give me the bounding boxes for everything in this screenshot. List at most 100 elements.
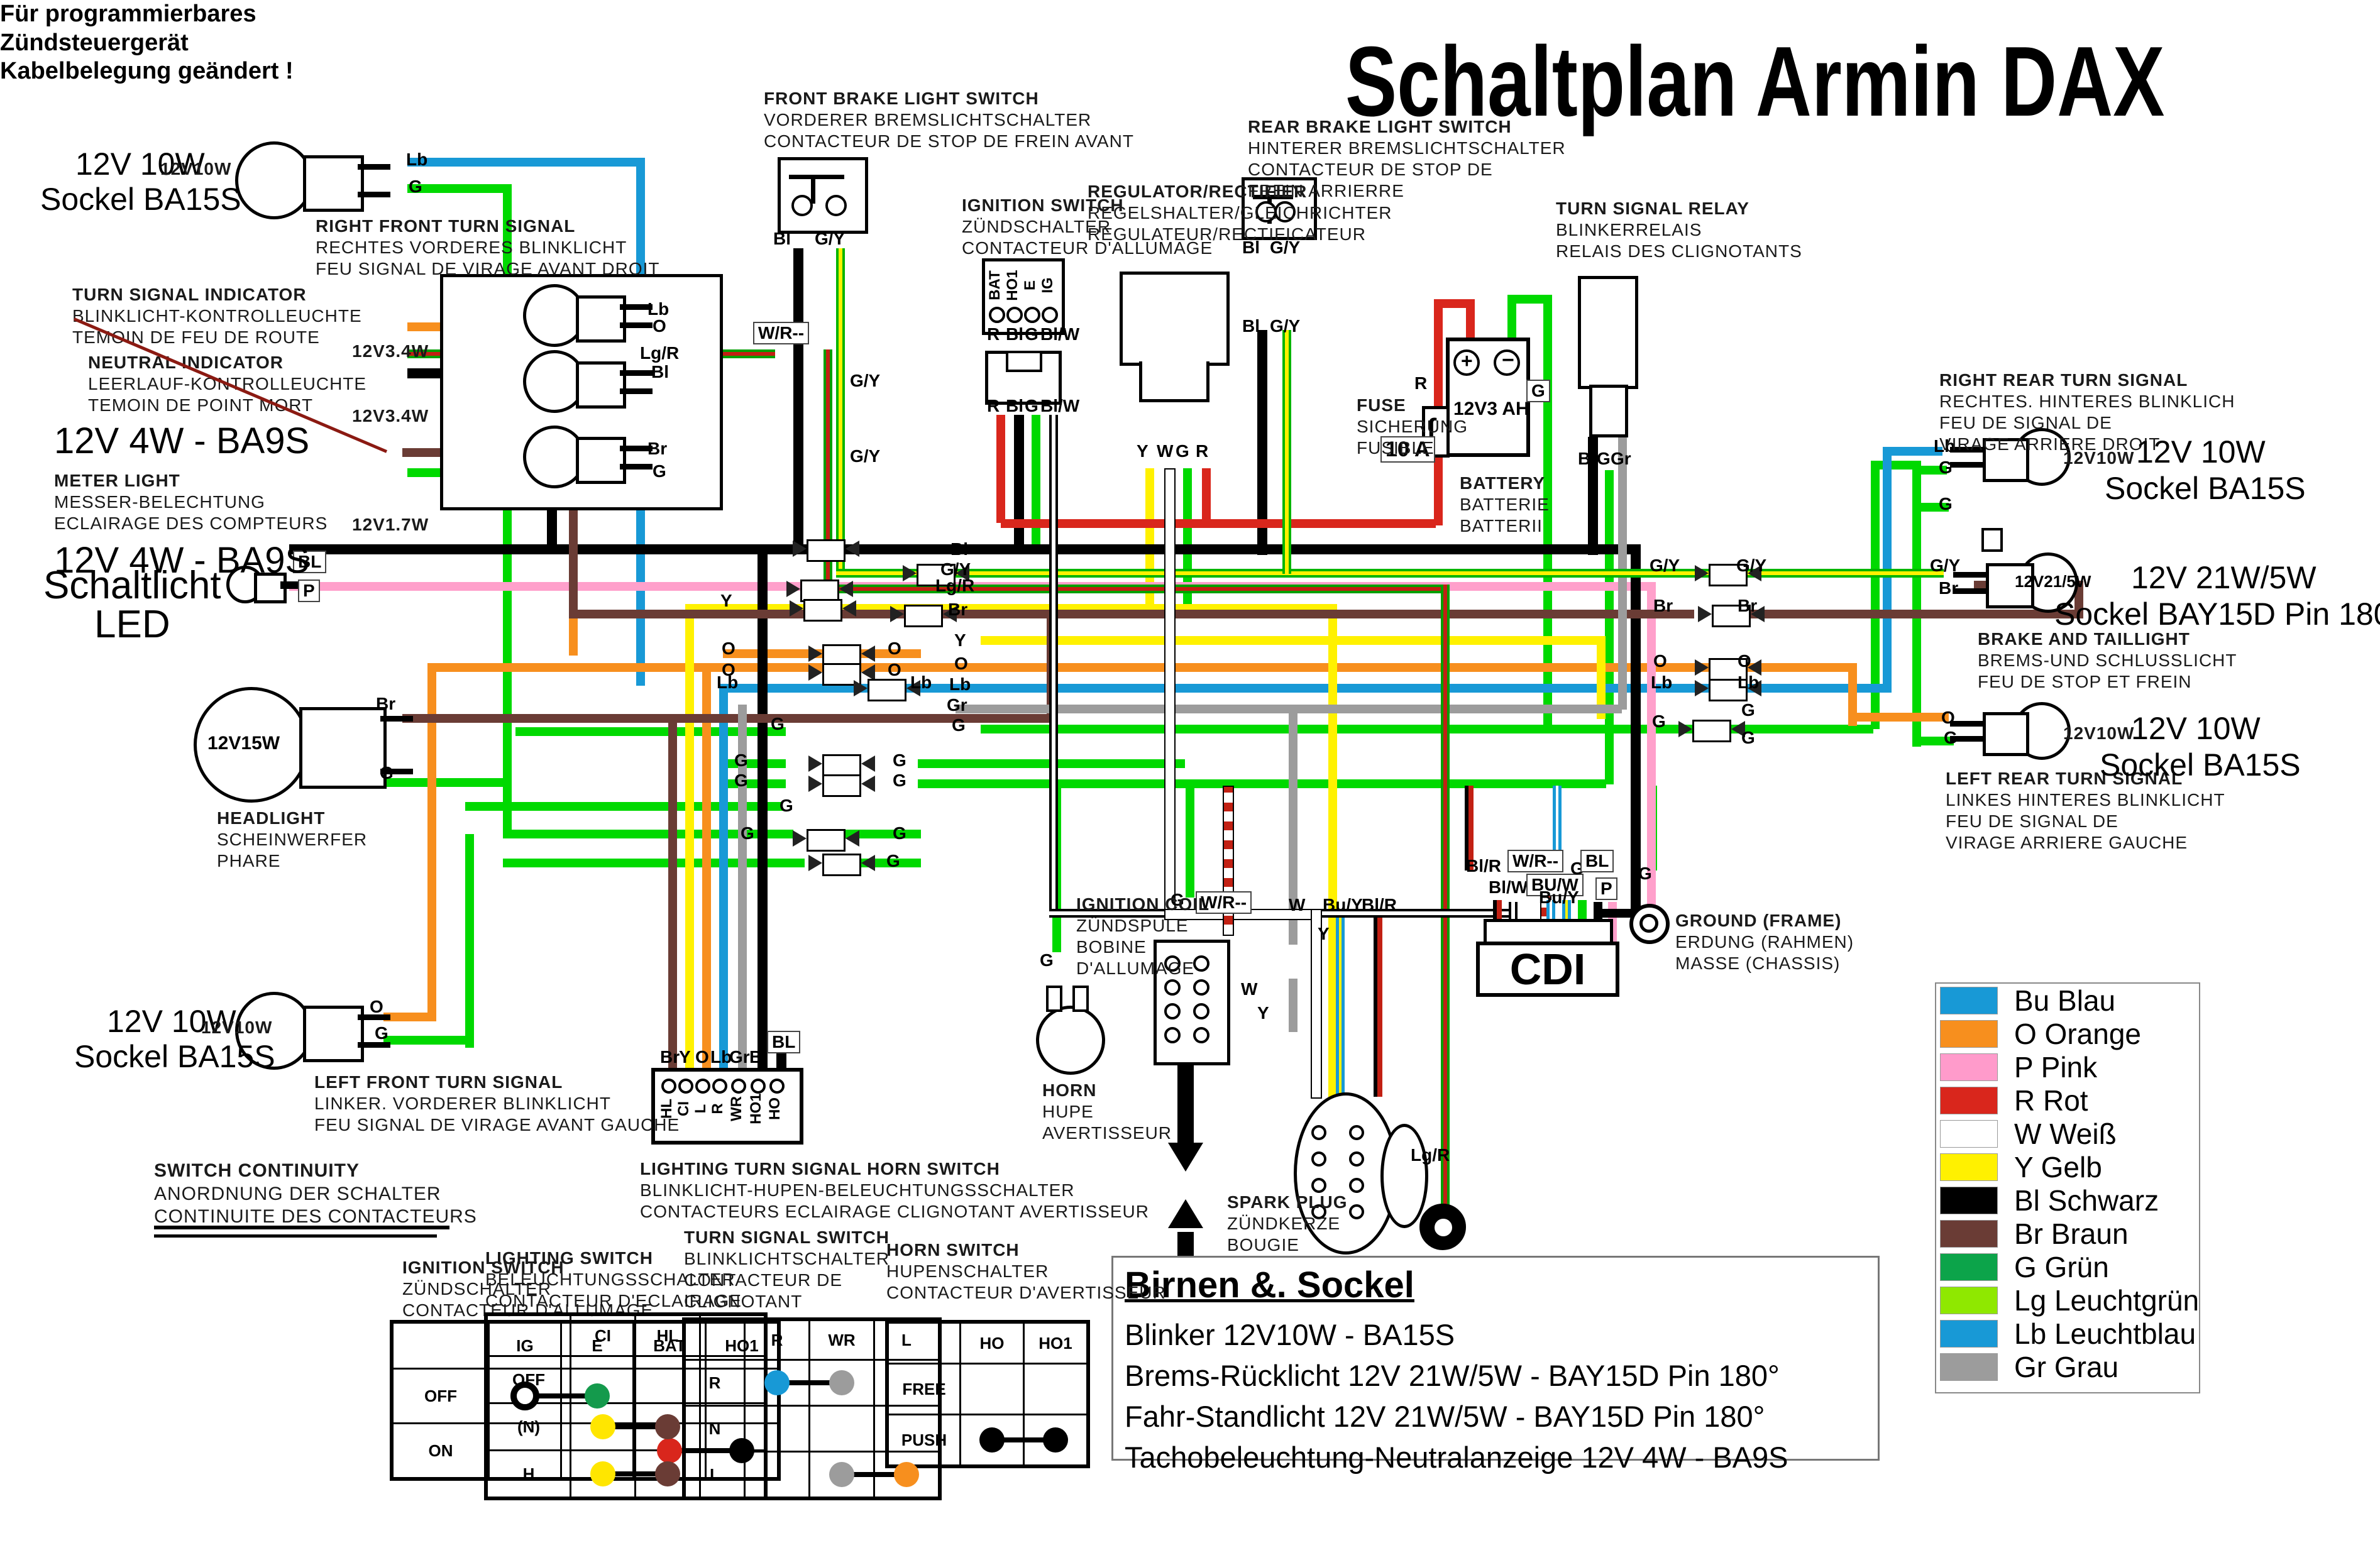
- handlebar-terminal: [678, 1079, 693, 1094]
- wire-color-label: O: [722, 660, 735, 679]
- bullet-triangle-icon: [861, 645, 875, 662]
- wire-color-label: Lg/R: [935, 576, 975, 595]
- ba9s-2: 12V 4W - BA9S: [54, 540, 310, 581]
- info-box-line: Brems-Rücklicht 12V 21W/5W - BAY15D Pin …: [1125, 1358, 1780, 1392]
- front-brake-light-switch-tstem: [811, 175, 815, 204]
- legend-swatch-lb: [1940, 1319, 1998, 1348]
- continuity-dot: [829, 1462, 854, 1487]
- wire-color-label: Br: [376, 694, 396, 713]
- battery-plus-terminal: +: [1453, 349, 1480, 376]
- horn-terminal: [1072, 986, 1089, 1012]
- wire-color-label: Y: [1257, 1003, 1269, 1023]
- info-box-line: Tachobeleuchtung-Neutralanzeige 12V 4W -…: [1125, 1440, 1788, 1474]
- legend-swatch-g: [1940, 1253, 1998, 1281]
- wire-color-label: Bl: [950, 539, 968, 559]
- legend-label: Y Gelb: [2014, 1150, 2102, 1184]
- left-rear-turn-signal-bulb-pin: [1949, 735, 1983, 742]
- bullet-triangle-icon: [808, 645, 822, 662]
- table-row-label: R: [683, 1359, 746, 1407]
- continuity-dot: [655, 1414, 680, 1439]
- handlebar-terminal-label: R: [709, 1103, 726, 1114]
- bullet-connector-icon: [822, 774, 861, 797]
- handlebar-terminal-label: L: [692, 1104, 709, 1114]
- shift-light-led-bulb-pin: [280, 583, 313, 589]
- wire-segment: [758, 544, 768, 1071]
- wire-color-label: Bl: [749, 1047, 767, 1067]
- bullet-connector-icon: [904, 605, 943, 627]
- wire-color-label: O: [653, 316, 666, 336]
- bullet-connector-icon: [917, 564, 956, 586]
- wire-segment: [719, 684, 728, 1070]
- legend-label: O Orange: [2014, 1017, 2141, 1050]
- table-row-label: ON: [390, 1422, 490, 1480]
- wire-segment: [1257, 330, 1267, 555]
- bullet-triangle-icon: [846, 830, 859, 847]
- wire-color-label: Bl: [1578, 449, 1595, 468]
- wire-color-label: O: [954, 654, 968, 673]
- legend-row: G Grün: [1936, 1250, 2199, 1283]
- wire-color-label: G: [952, 715, 966, 735]
- legend-row: Lg Leuchtgrün: [1936, 1283, 2199, 1317]
- bullet-triangle-icon: [846, 541, 859, 557]
- headlight-bulb-pin: [380, 716, 413, 722]
- wire-color-label: O: [695, 1047, 709, 1067]
- legend-label: Gr Grau: [2014, 1350, 2119, 1383]
- left-front-turn-signal-bulb-glass: [235, 992, 313, 1070]
- bulb-rating-label: 12V10W: [2063, 723, 2135, 743]
- wire-color-label: G: [1025, 324, 1038, 344]
- wire-segment: [996, 415, 1005, 523]
- ignition-terminal-label: BAT: [986, 270, 1003, 300]
- wire-color-label: G: [734, 771, 748, 790]
- wire-color-label: G: [1638, 864, 1652, 883]
- legend-label: Bl Schwarz: [2014, 1184, 2159, 1217]
- spark-gap-upper-icon: [1168, 1143, 1203, 1172]
- wire-color-label: Bu/Y: [1539, 887, 1579, 907]
- taillight-top-connector: [1981, 528, 2003, 552]
- bullet-triangle-icon: [1748, 680, 1761, 696]
- wire-color-label: P: [1595, 877, 1617, 900]
- right-rear-turn-signal-bulb-socket: [1982, 438, 2029, 482]
- brake-bulb-rating: 12V21/5W: [2015, 572, 2091, 591]
- rr-big2: Sockel BA15S: [2105, 471, 2306, 506]
- wire-segment: [515, 727, 786, 736]
- turn-signal-indicator-bulb-pin: [620, 322, 653, 328]
- wire-color-label: G: [1176, 441, 1189, 461]
- wire-segment: [407, 158, 637, 167]
- front-brake-light-switch-tbar: [789, 175, 844, 179]
- headlight-bulb-socket: [299, 707, 387, 789]
- bullet-connector-icon: [803, 599, 842, 622]
- bullet-triangle-icon: [808, 855, 822, 871]
- wire-segment: [465, 834, 474, 1048]
- bullet-triangle-icon: [1748, 565, 1761, 581]
- wire-color-label: G/Y: [850, 371, 881, 390]
- wire-color-label: W/R--: [1507, 850, 1564, 872]
- wire-color-label: O: [888, 639, 901, 658]
- wire-segment: [1543, 295, 1552, 380]
- continuity-dot: [894, 1462, 919, 1487]
- turn-signal-relay-body: [1578, 276, 1638, 389]
- wire-segment: [1507, 295, 1546, 304]
- alternator-winding: [1311, 1178, 1326, 1193]
- continuity-dot: [585, 1383, 610, 1409]
- bullet-triangle-icon: [1751, 606, 1765, 622]
- wire-segment: [1441, 585, 1450, 1210]
- wire-segment: [503, 859, 805, 867]
- wire-color-label: G: [1741, 728, 1755, 747]
- left-rear-turn-signal-bulb-pin: [1949, 721, 1983, 727]
- wire-segment: [1328, 604, 1337, 1170]
- wire-color-label: Lg/R: [640, 343, 680, 363]
- legend-swatch-p: [1940, 1053, 1998, 1081]
- wire-segment: [1434, 304, 1443, 407]
- wire-color-label: Y: [1137, 441, 1149, 461]
- wire-color-label: Bl: [1242, 316, 1260, 336]
- coil-winding: [1164, 1027, 1181, 1043]
- ignition-terminal-label: HO1: [1004, 270, 1021, 301]
- wire-segment: [1311, 909, 1322, 1099]
